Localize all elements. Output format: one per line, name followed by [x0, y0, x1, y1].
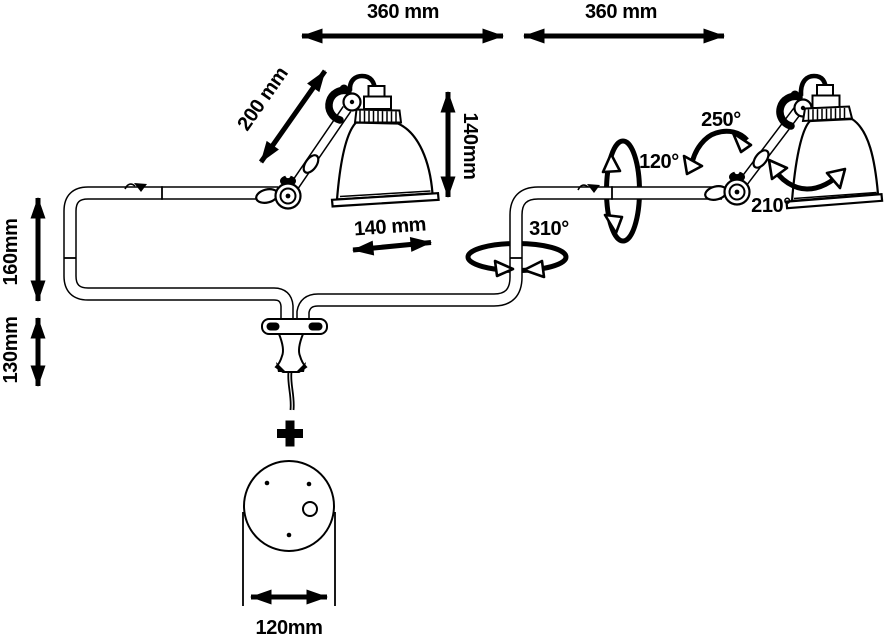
angle-label-120: 120°: [639, 151, 679, 173]
arrowhead-310-left: [493, 259, 515, 278]
power-cable: [287, 371, 292, 411]
screw-hole-top-left: [264, 480, 270, 486]
arrowhead-120-up: [601, 152, 622, 174]
dim-label-span-right: 360 mm: [585, 1, 657, 23]
rotation-annotations: 310° 120° 250° 210°: [493, 109, 847, 279]
power-cable-line2: [290, 371, 295, 411]
elbow-axle: [285, 193, 291, 199]
arrowhead-250-right: [731, 131, 753, 154]
shade-rim: [330, 192, 440, 208]
angle-label-210: 210°: [751, 195, 791, 217]
socket-shoulder: [363, 95, 392, 110]
head-knuckle-axle: [349, 99, 355, 105]
wall-plate-assembly: 120mm: [242, 420, 336, 639]
bracket-foot-left: [276, 362, 286, 372]
shade-rim-inner-line: [793, 191, 877, 200]
dim-label-arm-length: 200 mm: [233, 63, 292, 135]
right-shade: [785, 117, 884, 210]
screw-hole-top-right: [306, 481, 312, 487]
left-wall-tube-outline: [63, 186, 294, 321]
head-fork-cap: [790, 90, 800, 100]
bracket-screw-left: [266, 322, 280, 331]
bracket-foot-right: [296, 362, 306, 372]
head-hook: [347, 73, 378, 93]
right-lamp-head: [776, 73, 854, 130]
clip-wedge: [587, 184, 600, 193]
arrowhead-310-right: [522, 259, 546, 279]
wall-plate-circle: [243, 460, 335, 552]
right-arm-link: [752, 149, 770, 169]
wall-mount-bracket: [261, 318, 328, 411]
shade-rim-inner-line: [339, 190, 431, 198]
left-shade: [330, 121, 440, 208]
plus-vertical-bar: [285, 420, 295, 447]
left-lamp-head: [325, 73, 403, 124]
dim-label-span-left: 360 mm: [367, 1, 439, 23]
dim-label-riser-lower: 130mm: [0, 317, 22, 384]
cable-hole: [302, 501, 318, 517]
left-cable-clip-icon: [124, 183, 147, 192]
dim-arrow-arm-length: [258, 69, 328, 164]
clip-wedge: [134, 183, 147, 192]
right-elbow-joint: [723, 168, 751, 206]
arrowhead-120-down: [603, 213, 624, 235]
elbow-rotation-arc: [688, 128, 749, 169]
left-arm-link: [302, 154, 320, 174]
wall-tubes: [63, 183, 722, 321]
right-cable-clip-icon: [577, 184, 600, 193]
angle-label-250: 250°: [701, 109, 741, 131]
arrowhead-210-left: [767, 158, 789, 181]
right-wall-tube-fill: [297, 187, 722, 321]
dim-label-riser-upper: 160mm: [0, 219, 22, 286]
angle-label-310: 310°: [529, 218, 569, 240]
head-fork-cap: [339, 84, 349, 94]
clip-wire: [124, 183, 136, 190]
socket-collar-hatch: [359, 110, 397, 122]
elbow-axle: [734, 189, 740, 195]
dim-label-shade-height: 140mm: [459, 113, 481, 180]
arrowhead-210-right: [825, 167, 847, 190]
screw-hole-bottom: [286, 532, 292, 538]
left-elbow-joint: [274, 172, 302, 210]
left-lamp: [255, 73, 440, 210]
dim-label-shade-diameter: 140 mm: [353, 214, 426, 241]
clip-wire: [577, 184, 589, 191]
right-lamp: [704, 73, 884, 210]
head-hook: [798, 73, 829, 97]
elbow-wing-nut-notch: [285, 172, 291, 179]
plus-icon: [277, 420, 303, 447]
elbow-wing-nut-notch: [734, 168, 740, 175]
arrowhead-250-left: [682, 154, 704, 176]
shade-bell: [335, 121, 434, 201]
shade-rim: [785, 193, 884, 210]
dim-label-base-diameter: 120mm: [256, 617, 323, 639]
left-wall-tube-fill: [64, 187, 293, 321]
dim-arrow-shade-diameter: [352, 236, 432, 256]
bracket-screw-right: [308, 322, 323, 331]
bracket-funnel: [274, 333, 308, 373]
